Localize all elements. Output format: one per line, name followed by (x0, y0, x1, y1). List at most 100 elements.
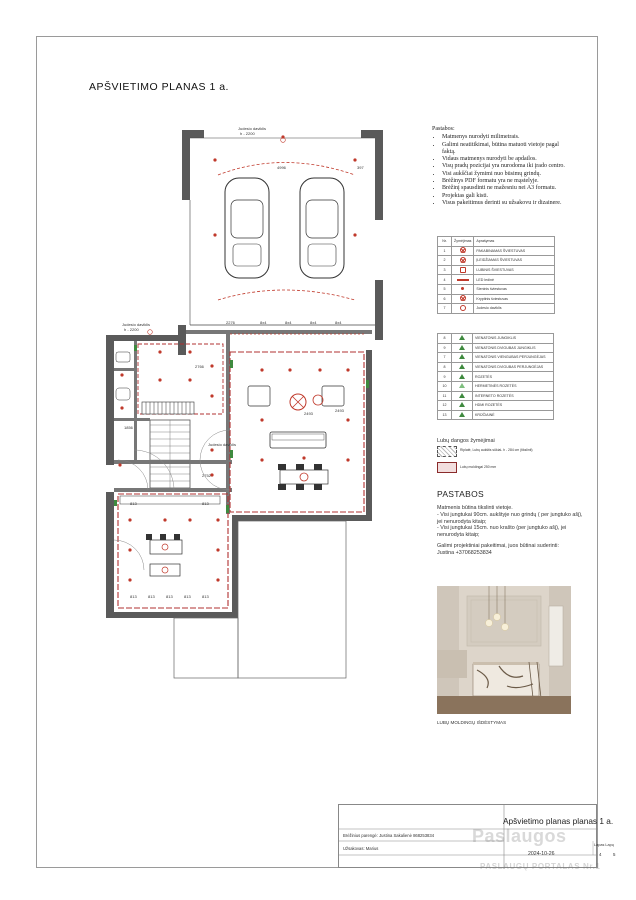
legend-label: ĮLEIDŽIAMAS ŠVIESTUVAS (473, 255, 556, 266)
legend-head-sym: Žymėjimas (450, 236, 475, 247)
note-item: Visi aukščiai žymimi nuo būsimų grindų. (442, 171, 572, 178)
legend-no: 8 (437, 333, 452, 344)
pastabos-line: - Visi jungtukai 90cm. aukštyje nuo grin… (437, 511, 583, 525)
legend-no: 12 (437, 400, 452, 411)
title-block-sheet-total: 5 (613, 852, 616, 857)
note-item: Brėžinį spausdinti ne mažesniu nei A3 fo… (442, 185, 572, 192)
motion-sensor-icon (459, 304, 466, 311)
floor-plan: 4996 397 Judesio daviklis h - 2200 (106, 126, 383, 679)
sealed-socket-icon (459, 383, 465, 389)
dim-j: 2752 (202, 473, 212, 478)
dim-l: 813 (148, 594, 155, 599)
dim-c: 8x4 (285, 320, 292, 325)
dim-b: 8x4 (260, 320, 267, 325)
furniture (115, 351, 345, 577)
legend-no: 5 (437, 283, 452, 295)
notes-block: Pastabos: Matmenys nurodyti milimetrais.… (432, 126, 572, 207)
dim-garage-side: 397 (357, 165, 364, 170)
legend-no: 10 (437, 380, 452, 392)
dim-f: 2766 (195, 364, 205, 369)
watermark-logo: Paslaugos (472, 826, 567, 846)
legend-label: Judesio daviklis (473, 303, 556, 314)
note-item: Brėžinys PDF formatu yra ne mąstelyje. (442, 178, 572, 185)
note-item: Vidaus matmenys nurodyti be apdailos. (442, 156, 572, 163)
dim-i: 2493 (335, 408, 345, 413)
ceiling-zone (117, 343, 365, 609)
legend-head-no: Nr. (437, 236, 452, 247)
socket-icon (459, 373, 465, 379)
note-item: Visus pakeitimus derinti su užsakovu ir … (442, 200, 572, 207)
title-block-sheet-label: Lapas Lapų (594, 843, 614, 847)
terrace-outline (173, 520, 347, 679)
photo-caption: LUBŲ MOLDINGŲ IŠDĖSTYMAS (437, 720, 507, 725)
motion-top-label: Judesio daviklis (238, 126, 266, 131)
pastabos-text: Matmenis būtina tikslinti vietoje. - Vis… (437, 505, 589, 557)
legend-label: INTERNETO ROZETĖS (472, 390, 554, 402)
charger-icon (459, 412, 465, 418)
garage-lights (213, 135, 357, 237)
dim-g: 1856 (124, 425, 134, 430)
legend-label: KRŪČIAINĖ (472, 409, 554, 421)
title-block-prepared: Brėžinius parengė: Justina Sakalienė 868… (343, 833, 435, 838)
dim-o: 813 (202, 594, 209, 599)
door-swings (113, 429, 231, 571)
motion-top-height: h - 2200 (240, 131, 255, 136)
title-block-date: 2024-10-26 (528, 851, 555, 857)
title-block (338, 804, 598, 869)
note-item: Projektas gali kisti. (442, 193, 572, 200)
legend-label: PAKABINAMAS ŠVIESTUVAS (473, 245, 556, 257)
motion-mid-label: Judesio daviklis (208, 442, 236, 447)
legend-no: 2 (437, 255, 452, 266)
legend-label: VIENATONIS DVIGUBAS JUNGIKLIS (472, 342, 554, 354)
living-lights (260, 368, 350, 482)
legend-no: 1 (437, 245, 452, 257)
pastabos-line: - Visi jungtukai 15cm. nuo krašto (per j… (437, 525, 567, 539)
dim-q: 813 (202, 501, 209, 506)
ceiling-swatch-dashed (437, 446, 457, 457)
legend-label: VIENATONIS JUNGIKLIS (472, 333, 554, 344)
note-item: Visų pradų pozicijai yra nurodoma iki įr… (442, 163, 572, 170)
ceiling-swatch-molding (437, 462, 457, 473)
dim-p: 813 (130, 501, 137, 506)
title-block-client: Užsakovas: Marius (343, 846, 379, 851)
legend-label: VIENATONIS VIENGUBAS PERJUNGĖJAS (472, 352, 554, 363)
pendant-light-icon (459, 247, 466, 254)
legend-no: 6 (437, 293, 452, 305)
legend-label: LED ledinė (473, 274, 556, 285)
motion-sensor-left-icon (147, 329, 153, 335)
legend-no: 3 (437, 264, 452, 276)
hall-lights (118, 350, 214, 477)
car-right (299, 177, 345, 279)
legend-label: VIENATONIS DVIGUBAS PERJUNGĖJAS (472, 361, 554, 373)
interior-photo (437, 586, 571, 714)
dim-e: 8x4 (335, 320, 342, 325)
kitchen-lights (128, 518, 220, 582)
double-switch-icon (459, 344, 465, 350)
legend-no: 7 (437, 303, 452, 314)
toggle-switch-icon (459, 354, 465, 360)
internet-socket-icon (459, 392, 465, 398)
legend-no: 9 (437, 342, 452, 354)
dim-n: 813 (184, 594, 191, 599)
legend-no: 11 (437, 390, 452, 402)
legend-no: 13 (437, 409, 452, 421)
dim-a: 2276 (226, 320, 236, 325)
motion-left-height: h - 2200 (124, 327, 139, 332)
dim-k: 813 (130, 594, 137, 599)
note-item: Galimi neatitikimai, būtina matuoti viet… (442, 142, 572, 157)
legend-no: 4 (437, 274, 452, 285)
ceiling-legend-row1: Riplatė, Lubų aukštis sūkiai- h - 284 cm… (460, 448, 533, 452)
legend-label: HDMI ROZETĖS (472, 400, 554, 411)
wall-switches (114, 345, 369, 513)
pastabos-line: Galimi projektiniai pakeitimai, juos būt… (437, 542, 559, 549)
notes-heading: Pastabos: (432, 126, 455, 132)
pastabos-line: Matmenis būtina tikslinti vietoje. (437, 505, 513, 511)
legend-label: HERMETINĖS ROZETĖS (472, 380, 554, 392)
house-walls (106, 325, 372, 618)
legend-head-desc: Aprašymas (473, 236, 556, 247)
sheet-border (36, 36, 598, 868)
recessed-light-icon (459, 256, 466, 263)
garage (182, 130, 383, 340)
legend-label: ROZETĖS (472, 371, 554, 382)
